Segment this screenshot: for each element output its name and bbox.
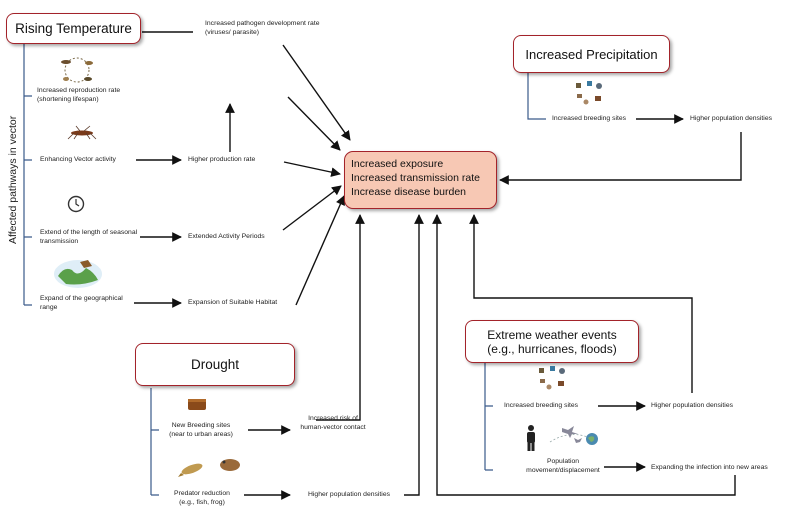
drought-breeding-line2: (near to urban areas) xyxy=(169,430,233,438)
pathogen-to-central-arrow xyxy=(282,44,351,141)
vector-activity-label: Enhancing Vector activity xyxy=(40,156,116,163)
central-line-1: Increased exposure xyxy=(351,158,444,170)
drought-breeding-label: New Breeding sites (near to urban areas) xyxy=(156,422,246,439)
infection-new-areas-label: Expanding the infection into new areas xyxy=(651,464,768,471)
drought-bracket-line xyxy=(150,388,159,496)
container-icon xyxy=(188,399,206,410)
extreme-title-line2: (e.g., hurricanes, floods) xyxy=(487,341,617,356)
extreme-breeding-sites-icon xyxy=(539,366,565,390)
drought-risk-line1: Increased risk of xyxy=(308,415,358,422)
reproduction-rate-label: Increased reproduction rate (shortening … xyxy=(37,87,121,103)
airplane-icon xyxy=(549,426,595,443)
fish-frog-icon xyxy=(178,459,240,477)
extreme-weather-box: Extreme weather events (e.g., hurricanes… xyxy=(465,320,639,363)
predator-line2: (e.g., fish, frog) xyxy=(179,498,225,506)
movement-line1: Population xyxy=(546,458,580,465)
extreme-breeding-label: Increased breeding sites xyxy=(504,402,579,409)
central-line-2: Increased transmission rate xyxy=(351,172,480,184)
affected-pathways-label: Affected pathways in vector xyxy=(7,115,19,244)
movement-line2: movement/displacement xyxy=(526,466,600,474)
drought-risk-line2: human-vector contact xyxy=(300,423,366,431)
person-icon xyxy=(527,425,535,451)
increased-precipitation-box: Increased Precipitation xyxy=(513,35,670,73)
precip-densities-label: Higher population densities xyxy=(690,115,772,122)
drought-title: Drought xyxy=(190,357,240,372)
globe-icon xyxy=(586,433,598,445)
precip-breeding-label: Increased breeding sites xyxy=(552,115,627,122)
seasonal-transmission-label: Extend of the length of seasonal transmi… xyxy=(40,229,138,245)
drought-breeding-line1: New Breeding sites xyxy=(171,422,231,429)
mosquito-lifecycle-icon xyxy=(61,57,93,83)
drought-box: Drought xyxy=(135,343,295,386)
suitable-habitat-label: Expansion of Suitable Habitat xyxy=(188,299,278,306)
pathogen-rate-label: Increased pathogen development rate (vir… xyxy=(205,20,320,36)
world-map-icon xyxy=(54,260,102,288)
clock-icon xyxy=(67,195,85,213)
population-movement-label: Population movement/displacement xyxy=(523,458,603,475)
rising-temperature-box: Rising Temperature xyxy=(6,13,141,44)
geographical-range-label: Expand of the geographical range xyxy=(40,295,123,311)
central-line-3: Increase disease burden xyxy=(351,186,466,198)
higher-production-label: Higher production rate xyxy=(188,156,256,163)
predator-line1: Predator reduction xyxy=(174,490,230,497)
extreme-bracket-line xyxy=(484,363,493,471)
precipitation-title: Increased Precipitation xyxy=(525,46,658,62)
predator-reduction-label: Predator reduction (e.g., fish, frog) xyxy=(160,490,244,507)
drought-risk-label: Increased risk of human-vector contact xyxy=(293,415,373,432)
extreme-densities-label: Higher population densities xyxy=(651,402,733,409)
drought-densities-label: Higher population densities xyxy=(308,491,390,498)
activity-periods-label: Extended Activity Periods xyxy=(188,233,265,240)
mosquito-icon xyxy=(67,125,97,140)
extreme-title-line1: Extreme weather events xyxy=(487,327,617,342)
rising-temperature-title: Rising Temperature xyxy=(15,21,132,36)
breeding-sites-icon xyxy=(576,81,602,105)
central-outcome-box: Increased exposure Increased transmissio… xyxy=(344,151,497,209)
precip-bracket-line xyxy=(527,73,546,120)
